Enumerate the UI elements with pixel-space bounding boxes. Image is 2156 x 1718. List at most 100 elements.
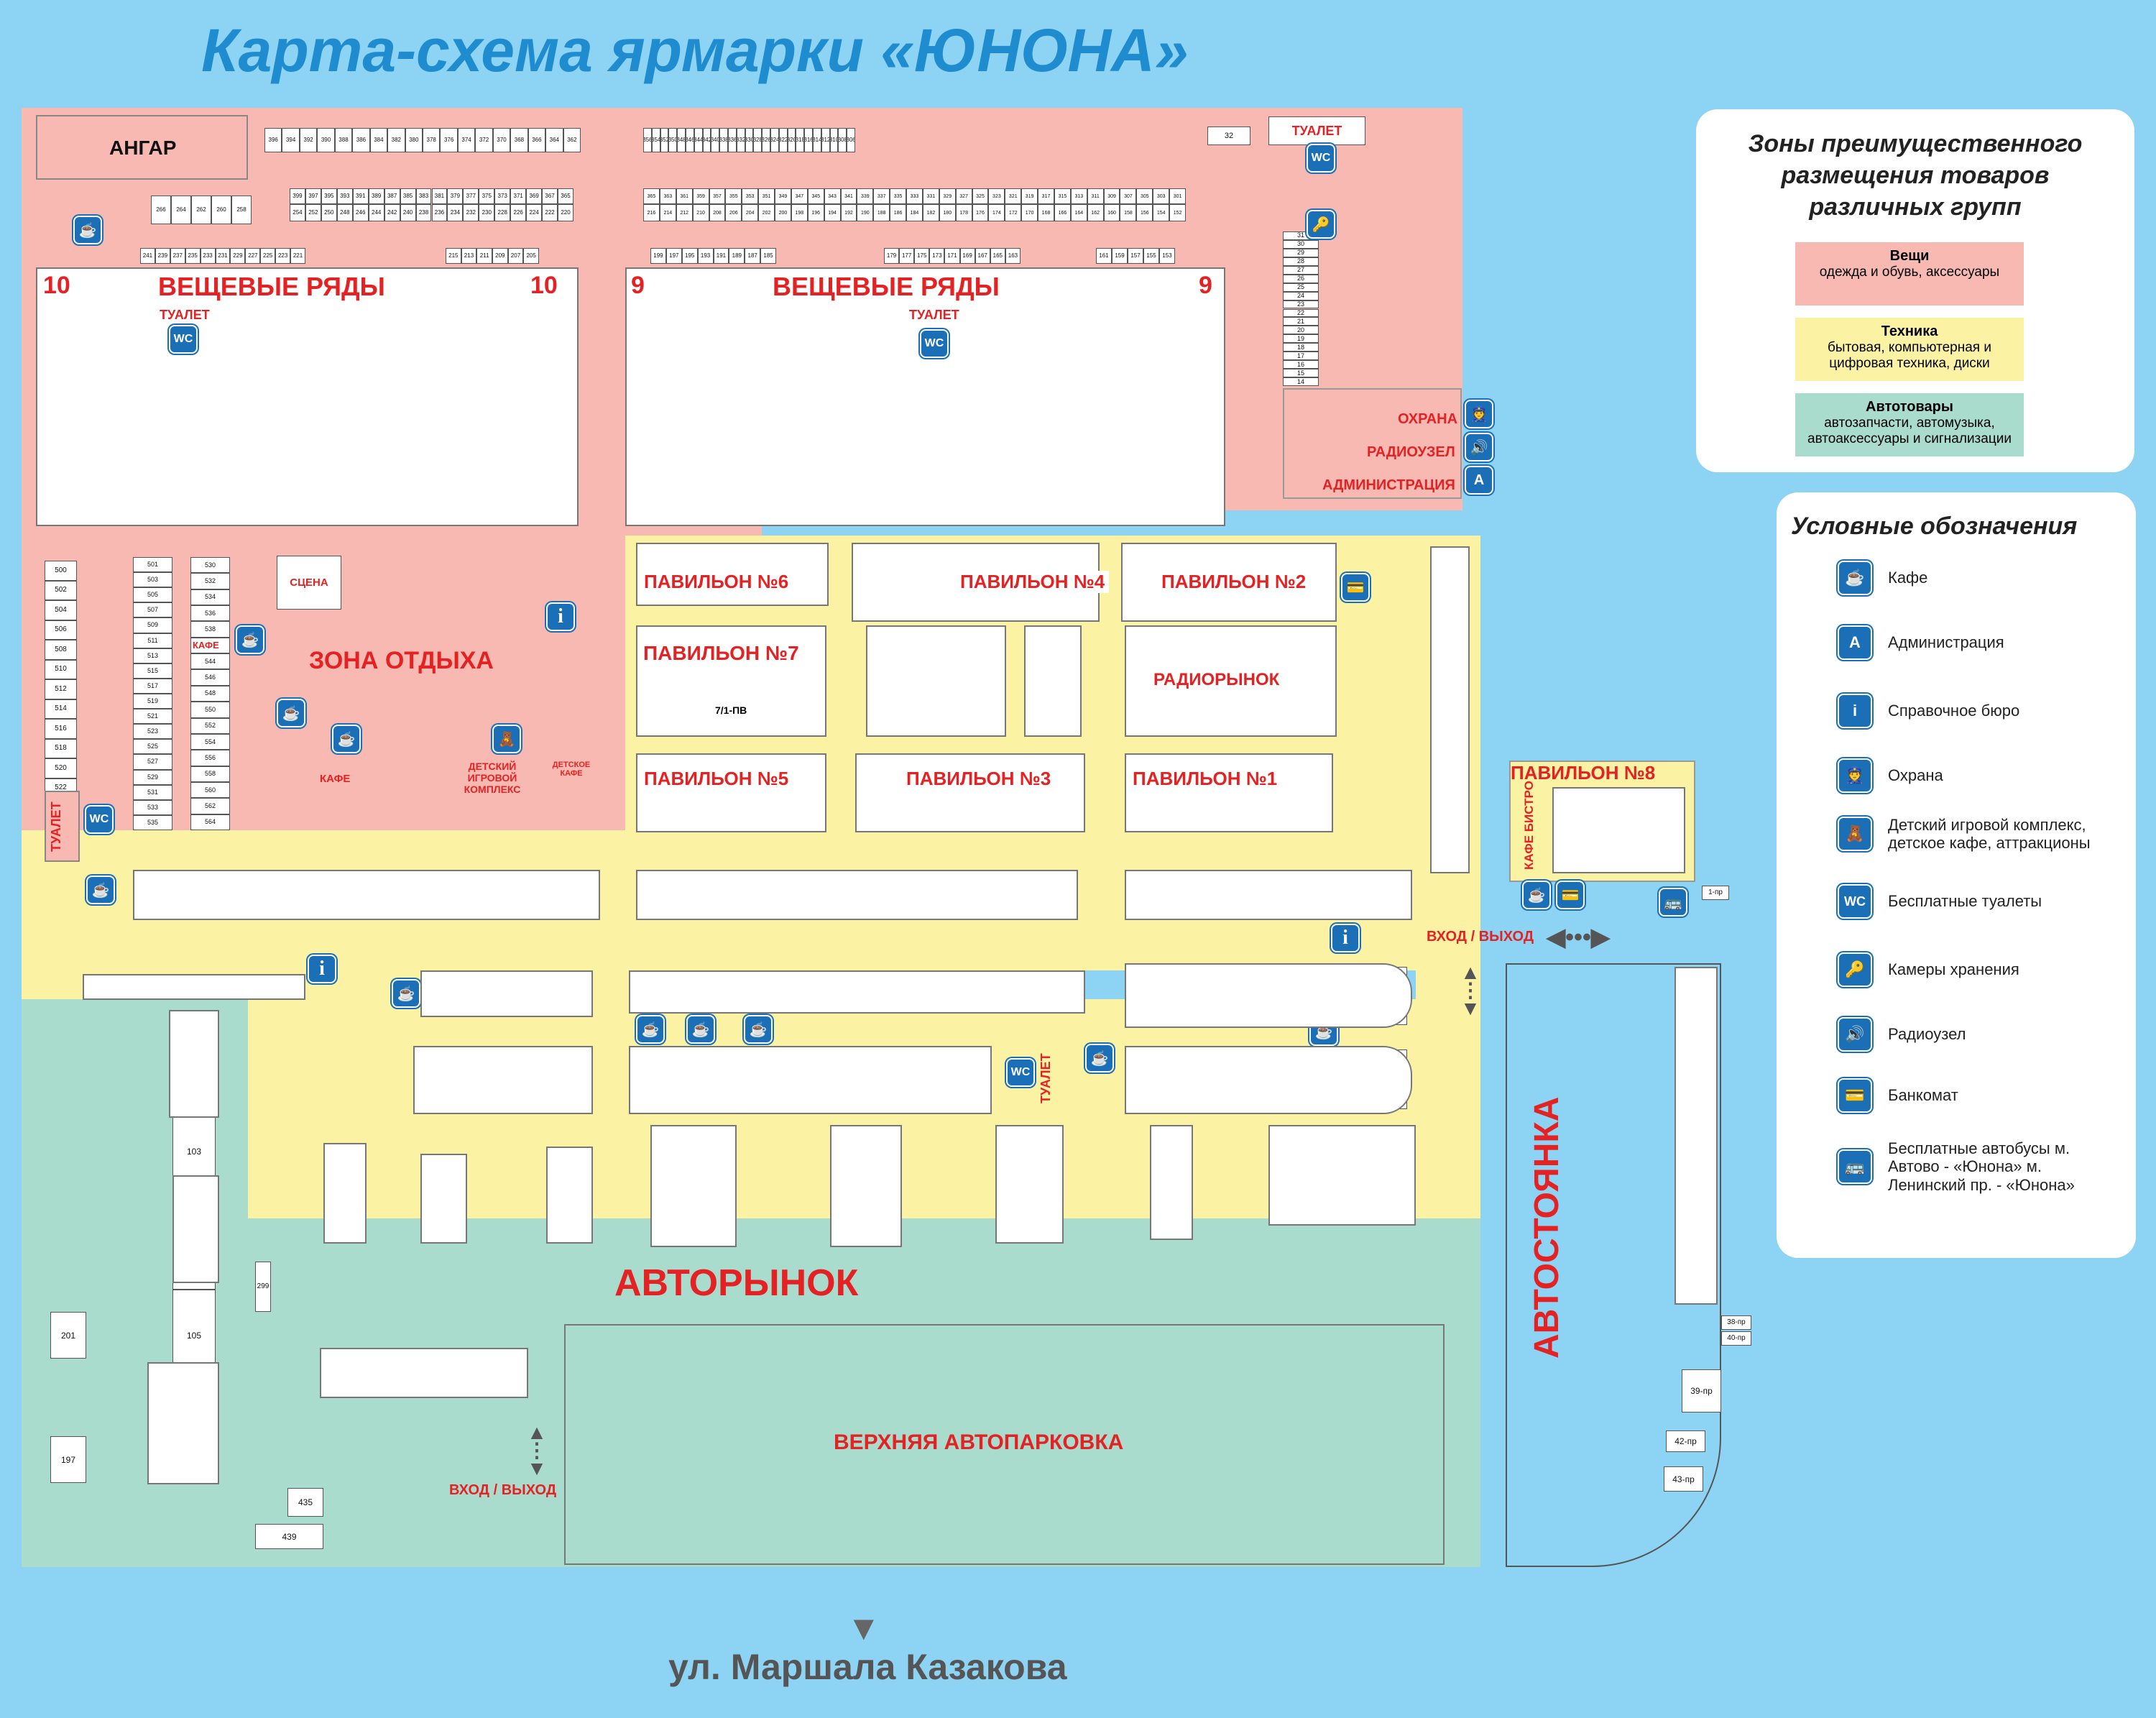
stall-500[interactable]: 500	[45, 561, 77, 581]
stall-227[interactable]: 227	[245, 248, 261, 264]
stall-231[interactable]: 231	[215, 248, 231, 264]
stall-345[interactable]: 345	[807, 188, 824, 204]
stall-342[interactable]: 342	[702, 128, 711, 152]
stall-193[interactable]: 193	[697, 248, 714, 264]
stall-512[interactable]: 512	[45, 679, 77, 699]
stall-364[interactable]: 364	[545, 128, 563, 152]
stall-311[interactable]: 311	[1087, 188, 1104, 204]
stall-382[interactable]: 382	[387, 128, 405, 152]
wc-icon[interactable]: WC	[85, 805, 114, 834]
stall-29[interactable]: 29	[1283, 248, 1319, 257]
stall-212[interactable]: 212	[676, 204, 693, 221]
stall-233[interactable]: 233	[200, 248, 216, 264]
stall-23[interactable]: 23	[1283, 300, 1319, 309]
stall-301[interactable]: 301	[1169, 188, 1186, 204]
stall-326[interactable]: 326	[762, 128, 770, 152]
stall-501[interactable]: 501	[133, 557, 172, 573]
entrance-right-arrow-vertical[interactable]: ▲⋮▼	[1460, 961, 1480, 1020]
stall-521[interactable]: 521	[133, 709, 172, 725]
stall-166[interactable]: 166	[1054, 204, 1071, 221]
stall-239[interactable]: 239	[155, 248, 170, 264]
stall-190[interactable]: 190	[857, 204, 874, 221]
cafe-icon[interactable]: ☕	[636, 1015, 665, 1044]
stall-161[interactable]: 161	[1096, 248, 1112, 264]
stall-504[interactable]: 504	[45, 600, 77, 620]
stall-554[interactable]: 554	[190, 733, 230, 750]
stall-502[interactable]: 502	[45, 580, 77, 600]
stall-381[interactable]: 381	[431, 188, 448, 204]
stall-529[interactable]: 529	[133, 769, 172, 785]
stall-343[interactable]: 343	[824, 188, 841, 204]
stall-510[interactable]: 510	[45, 659, 77, 679]
stall-341[interactable]: 341	[840, 188, 857, 204]
stall-325[interactable]: 325	[972, 188, 989, 204]
stall-377[interactable]: 377	[463, 188, 479, 204]
stall-20[interactable]: 20	[1283, 326, 1319, 335]
stall-314[interactable]: 314	[813, 128, 821, 152]
stall-216[interactable]: 216	[643, 204, 660, 221]
stall-533[interactable]: 533	[133, 799, 172, 815]
stall-27[interactable]: 27	[1283, 265, 1319, 275]
stall-556[interactable]: 556	[190, 750, 230, 766]
stall-322[interactable]: 322	[778, 128, 788, 152]
stall-391[interactable]: 391	[352, 188, 369, 204]
stall-362[interactable]: 362	[563, 128, 581, 152]
stall-225[interactable]: 225	[260, 248, 276, 264]
stall-205[interactable]: 205	[523, 248, 539, 264]
stall-321[interactable]: 321	[1005, 188, 1022, 204]
stall-42-pr[interactable]: 42-пр	[1666, 1430, 1705, 1452]
stall-534[interactable]: 534	[190, 589, 230, 606]
stall-389[interactable]: 389	[368, 188, 384, 204]
stall-178[interactable]: 178	[955, 204, 972, 221]
stall-30[interactable]: 30	[1283, 239, 1319, 249]
stall-558[interactable]: 558	[190, 766, 230, 782]
stall-40-pr[interactable]: 40-пр	[1721, 1331, 1751, 1346]
stall-188[interactable]: 188	[873, 204, 890, 221]
stall-206[interactable]: 206	[725, 204, 742, 221]
stall-333[interactable]: 333	[906, 188, 923, 204]
wc-icon[interactable]: WC	[920, 329, 949, 358]
stall-365[interactable]: 365	[643, 188, 660, 204]
stall-196[interactable]: 196	[807, 204, 824, 221]
cafe-icon[interactable]: ☕	[73, 216, 102, 244]
stall-246[interactable]: 246	[352, 204, 369, 221]
stall-532[interactable]: 532	[190, 573, 230, 589]
stall-197[interactable]: 197	[665, 248, 682, 264]
stall-221[interactable]: 221	[290, 248, 305, 264]
stall-517[interactable]: 517	[133, 678, 172, 694]
stall-226[interactable]: 226	[510, 204, 527, 221]
stall-393[interactable]: 393	[336, 188, 353, 204]
stall-191[interactable]: 191	[713, 248, 729, 264]
stall-356[interactable]: 356	[643, 128, 652, 152]
stall-186[interactable]: 186	[890, 204, 907, 221]
stall-544[interactable]: 544	[190, 653, 230, 670]
stall-323[interactable]: 323	[988, 188, 1005, 204]
stall-152[interactable]: 152	[1169, 204, 1186, 221]
stall-262[interactable]: 262	[191, 196, 211, 224]
stall-201[interactable]: 201	[50, 1312, 86, 1359]
pavilion-7-stall[interactable]: 7/1-ПВ	[715, 704, 747, 716]
stall-220[interactable]: 220	[558, 204, 573, 221]
stall-210[interactable]: 210	[692, 204, 709, 221]
stall-238[interactable]: 238	[415, 204, 432, 221]
stall-535[interactable]: 535	[133, 814, 172, 830]
stall-313[interactable]: 313	[1070, 188, 1087, 204]
stall-17[interactable]: 17	[1283, 352, 1319, 361]
stall-374[interactable]: 374	[457, 128, 476, 152]
stall-165[interactable]: 165	[990, 248, 1005, 264]
stall-15[interactable]: 15	[1283, 369, 1319, 378]
entrance-right-arrow[interactable]: ◀•••▶	[1547, 924, 1611, 951]
stall-514[interactable]: 514	[45, 699, 77, 719]
stall-359[interactable]: 359	[692, 188, 709, 204]
info-icon[interactable]: i	[1331, 924, 1360, 952]
stall-197[interactable]: 197	[50, 1436, 86, 1483]
stall-155[interactable]: 155	[1143, 248, 1159, 264]
stall-26[interactable]: 26	[1283, 274, 1319, 283]
stall-548[interactable]: 548	[190, 685, 230, 702]
cafe-icon[interactable]: ☕	[392, 979, 420, 1008]
stall-346[interactable]: 346	[686, 128, 694, 152]
stall-332[interactable]: 332	[736, 128, 745, 152]
stall-309[interactable]: 309	[1103, 188, 1120, 204]
stall-357[interactable]: 357	[709, 188, 726, 204]
stall-241[interactable]: 241	[140, 248, 155, 264]
